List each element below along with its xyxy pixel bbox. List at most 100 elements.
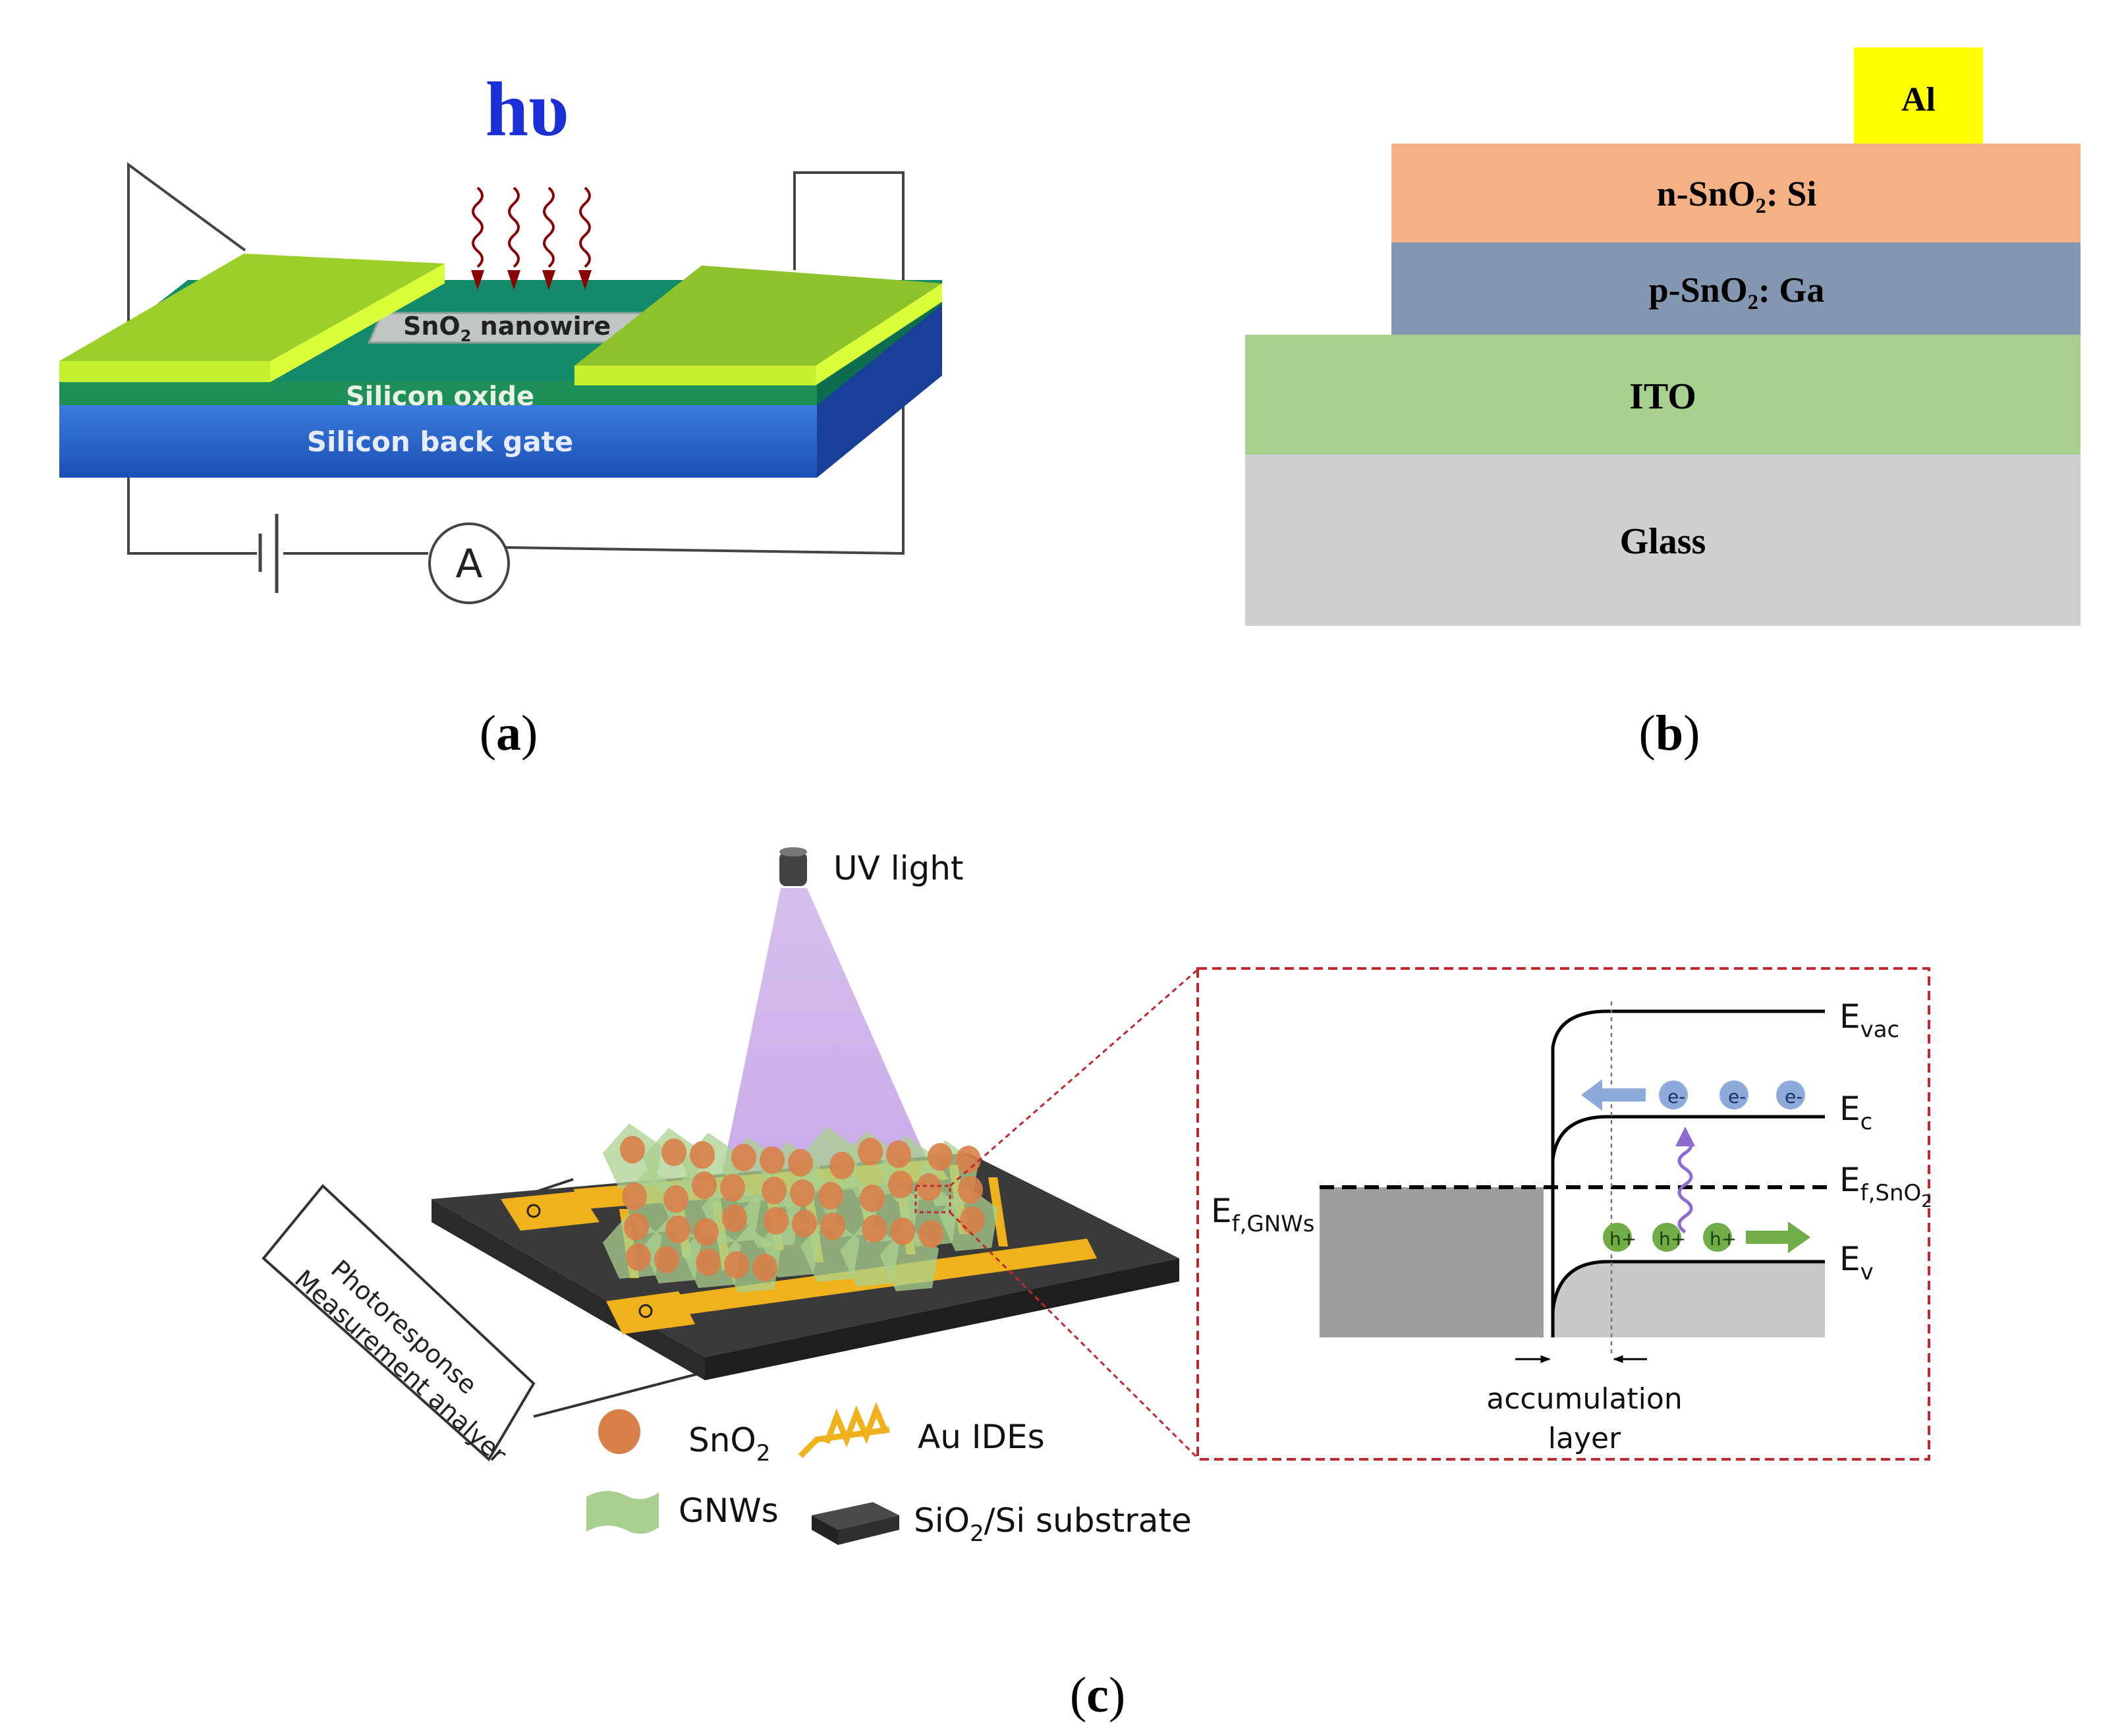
sno2-particle xyxy=(862,1215,887,1243)
gnw-sno2-cluster xyxy=(603,1123,998,1293)
sno2-particle xyxy=(790,1179,815,1207)
electron-3: e- xyxy=(1776,1080,1805,1109)
electron-label: e- xyxy=(1785,1086,1803,1107)
holes: h+h+h+ xyxy=(1603,1223,1737,1252)
e-c-line xyxy=(1551,1115,1825,1160)
gnw-flake xyxy=(800,1216,860,1282)
sno2-particle xyxy=(752,1254,777,1281)
sno2-particle xyxy=(694,1218,719,1246)
sno2-particle xyxy=(724,1251,749,1279)
gnws-region xyxy=(1320,1187,1544,1337)
legend: SnO2 Au IDEs GNWs SiO2/Si substrate xyxy=(586,1401,1192,1547)
sno2-particle xyxy=(762,1177,787,1204)
electron-label: e- xyxy=(1728,1086,1746,1107)
uv-lamp-icon xyxy=(779,847,807,886)
photon-arrows xyxy=(471,186,592,290)
sno2-particle xyxy=(626,1243,651,1271)
sno2-particle xyxy=(720,1174,745,1202)
ammeter-label: A xyxy=(455,541,482,587)
layer-p-sno2 xyxy=(1391,242,2081,335)
electron-2: e- xyxy=(1719,1080,1748,1109)
silicon-back-gate-label: Silicon back gate xyxy=(307,426,574,458)
photon-arrowhead-1 xyxy=(471,270,484,290)
photo-excitation-arrowhead xyxy=(1675,1127,1695,1146)
sno2-particle xyxy=(722,1204,747,1232)
hole-dot xyxy=(1603,1223,1632,1252)
sno2-particle xyxy=(956,1146,981,1173)
electron-dot xyxy=(1719,1080,1748,1109)
n-sno2-label: n-SnO₂: Si xyxy=(1657,174,1817,213)
e-f-sno2-label: Ef,SnO2 xyxy=(1839,1161,1932,1212)
sno2-particle xyxy=(792,1210,817,1237)
al-label: Al xyxy=(1901,81,1936,119)
electron-1: e- xyxy=(1659,1080,1688,1109)
silicon-oxide-label: Silicon oxide xyxy=(346,381,534,412)
sno2-particle xyxy=(928,1143,953,1171)
accumulation-label-line2: layer xyxy=(1548,1422,1621,1455)
sno2-particle xyxy=(960,1206,985,1234)
zoom-region xyxy=(914,1185,951,1214)
layer-n-sno2 xyxy=(1391,144,2081,242)
panel-b: Al n-SnO₂: Si p-SnO₂: Ga ITO Glass (b) xyxy=(1245,47,2081,761)
sno2-particle xyxy=(860,1185,885,1212)
caption-c: (c) xyxy=(1070,1667,1125,1723)
sno2-particle xyxy=(731,1144,756,1171)
left-electrode xyxy=(59,254,445,382)
electron-drift-arrow xyxy=(1581,1079,1646,1111)
electron-dot xyxy=(1659,1080,1688,1109)
hole-dot xyxy=(1652,1223,1681,1252)
accumulation-label-line1: accumulation xyxy=(1486,1382,1682,1416)
electrons: e-e-e- xyxy=(1659,1080,1805,1109)
gnws-legend-icon xyxy=(586,1490,659,1534)
electron-dot xyxy=(1776,1080,1805,1109)
panel-c: UV light Photoresponse Measurement analy… xyxy=(262,847,1932,1723)
sno2-particle xyxy=(918,1220,943,1248)
sno2-valence-region xyxy=(1553,1262,1825,1337)
e-f-gnws-label: Ef,GNWs xyxy=(1211,1192,1314,1237)
legend-substrate: SiO2/Si substrate xyxy=(914,1501,1192,1547)
sno2-particle xyxy=(890,1218,915,1245)
sno2-particle xyxy=(663,1185,688,1213)
legend-sno2: SnO2 xyxy=(688,1421,770,1467)
au-ide-legend-icon xyxy=(798,1401,890,1459)
sno2-particle xyxy=(665,1216,690,1243)
sno2-particle xyxy=(916,1173,941,1201)
sno2-legend-icon xyxy=(598,1409,640,1454)
e-v-label: Ev xyxy=(1839,1240,1874,1285)
sno2-particle xyxy=(690,1141,715,1169)
sno2-particle xyxy=(654,1246,679,1274)
caption-b: (b) xyxy=(1639,706,1700,761)
sno2-particle xyxy=(818,1182,843,1210)
battery-icon xyxy=(258,514,279,593)
hole-label: h+ xyxy=(1659,1228,1686,1250)
hole-1: h+ xyxy=(1603,1223,1636,1252)
sno2-particle xyxy=(696,1248,721,1276)
photon-label: hυ xyxy=(486,66,569,152)
panel-a: hυ SnO2 nanowire Silicon oxide Silicon b… xyxy=(59,66,942,761)
photon-arrowhead-3 xyxy=(542,270,555,290)
sno2-particle xyxy=(764,1207,789,1235)
hole-dot xyxy=(1703,1223,1732,1252)
sno2-particle xyxy=(820,1212,845,1240)
sno2-particle xyxy=(858,1138,883,1165)
caption-a: (a) xyxy=(480,706,538,761)
photon-arrowhead-4 xyxy=(578,270,592,290)
substrate-legend-icon xyxy=(812,1502,899,1545)
right-electrode xyxy=(574,266,942,385)
hole-label: h+ xyxy=(1609,1228,1636,1250)
ito-label: ITO xyxy=(1629,376,1696,417)
photon-wave-2 xyxy=(508,186,520,268)
e-vac-label: Evac xyxy=(1839,997,1899,1043)
ide-finger xyxy=(988,1177,1008,1246)
sno2-particle xyxy=(622,1183,647,1210)
sno2-particle xyxy=(624,1213,649,1241)
photon-arrowhead-2 xyxy=(507,270,520,290)
ammeter-icon: A xyxy=(428,522,510,604)
sno2-particle xyxy=(886,1140,911,1168)
p-sno2-label: p-SnO₂: Ga xyxy=(1649,270,1825,310)
sno2-particle xyxy=(958,1176,983,1204)
photon-wave-4 xyxy=(579,186,591,268)
sno2-particle xyxy=(620,1136,645,1163)
uv-light-label: UV light xyxy=(833,849,964,887)
electron-label: e- xyxy=(1667,1086,1685,1107)
